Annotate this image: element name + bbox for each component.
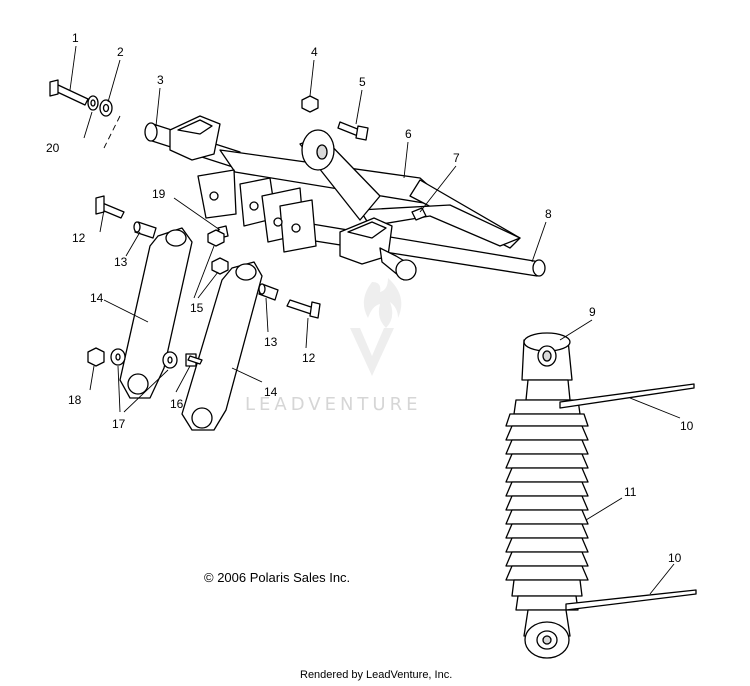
callout-1: 1 bbox=[72, 31, 79, 45]
rendered-by-text: Rendered by LeadVenture, Inc. bbox=[300, 669, 452, 681]
callout-19: 19 bbox=[152, 187, 166, 201]
bolt-1 bbox=[49, 79, 89, 106]
nut-4 bbox=[301, 95, 319, 113]
callout-20: 20 bbox=[46, 141, 60, 155]
callout-10-upper: 10 bbox=[680, 419, 694, 433]
callout-11: 11 bbox=[624, 485, 637, 499]
callout-15: 15 bbox=[190, 301, 204, 315]
watermark-logo bbox=[350, 278, 402, 376]
callout-3: 3 bbox=[157, 73, 164, 87]
bolt-12-lower bbox=[286, 299, 321, 319]
washer-17-b bbox=[162, 351, 178, 369]
callout-4: 4 bbox=[311, 45, 318, 59]
callout-2: 2 bbox=[117, 45, 124, 59]
callout-10-lower: 10 bbox=[668, 551, 682, 565]
washer-20 bbox=[87, 95, 99, 111]
link-14-right bbox=[181, 261, 263, 431]
cross-shaft-assembly bbox=[144, 115, 546, 281]
callout-5: 5 bbox=[359, 75, 366, 89]
cable-tie-lower bbox=[565, 589, 697, 611]
callout-12-upper: 12 bbox=[72, 231, 86, 245]
nut-15-a bbox=[207, 229, 225, 247]
shock-absorber bbox=[505, 332, 589, 659]
callout-6: 6 bbox=[405, 127, 412, 141]
washer-17-a bbox=[110, 348, 126, 366]
washer-2 bbox=[99, 99, 113, 117]
leader-lines bbox=[69, 45, 681, 595]
callout-7: 7 bbox=[453, 151, 460, 165]
bolt-5 bbox=[337, 121, 369, 141]
nut-15-b bbox=[211, 257, 229, 275]
spacer-13-lower bbox=[258, 283, 279, 301]
callout-14-left: 14 bbox=[90, 291, 104, 305]
callout-14-right: 14 bbox=[264, 385, 278, 399]
link-14-left bbox=[119, 227, 193, 399]
callout-13-lower: 13 bbox=[264, 335, 278, 349]
callout-16: 16 bbox=[170, 397, 184, 411]
callout-18: 18 bbox=[68, 393, 82, 407]
callout-9: 9 bbox=[589, 305, 596, 319]
fitting-7 bbox=[411, 207, 427, 221]
cable-tie-upper bbox=[559, 383, 695, 409]
nut-18 bbox=[87, 347, 105, 367]
bolt-12-upper bbox=[95, 195, 125, 219]
spacer-13-upper bbox=[133, 221, 157, 239]
watermark-text: LEADVENTURE bbox=[245, 394, 421, 415]
callout-13-upper: 13 bbox=[114, 255, 128, 269]
callouts: 1 2 3 4 5 6 7 8 9 10 11 10 12 13 14 15 1… bbox=[46, 31, 694, 565]
shock-boot-bellows bbox=[505, 413, 589, 597]
bolt-16 bbox=[185, 353, 203, 367]
callout-8: 8 bbox=[545, 207, 552, 221]
callout-12-lower: 12 bbox=[302, 351, 316, 365]
copyright-text: © 2006 Polaris Sales Inc. bbox=[204, 570, 350, 585]
callout-17: 17 bbox=[112, 417, 126, 431]
